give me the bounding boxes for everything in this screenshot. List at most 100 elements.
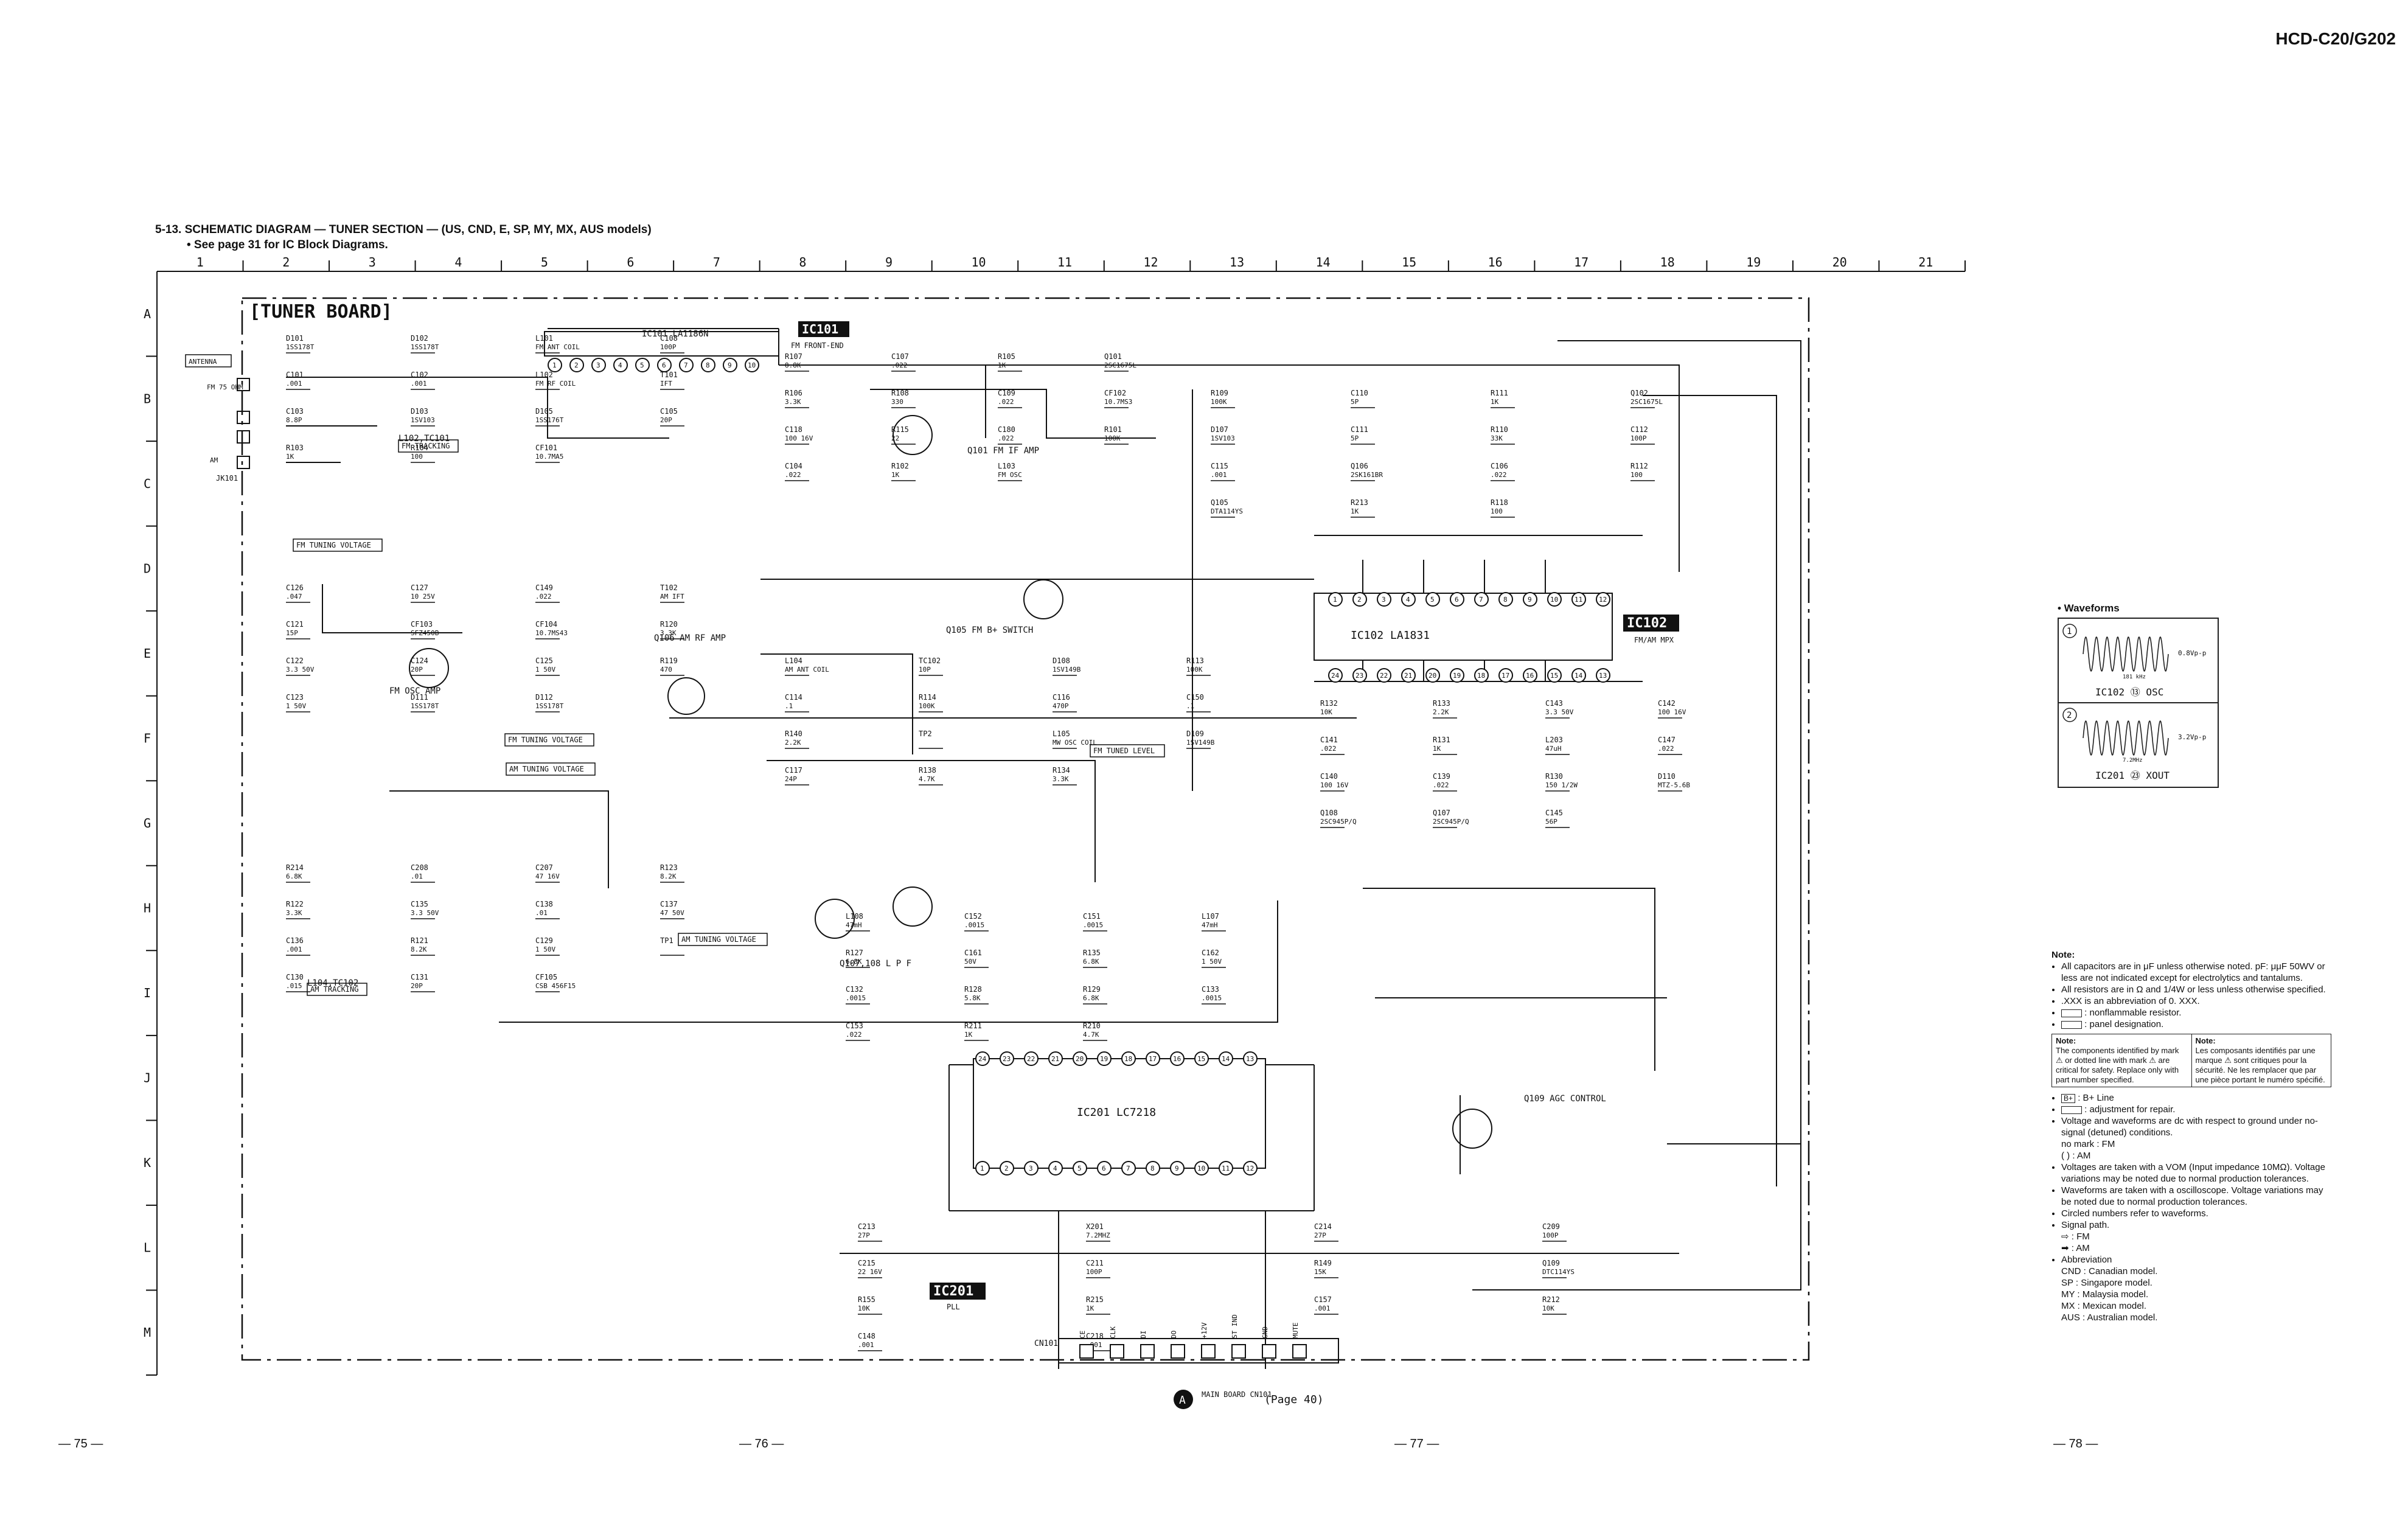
component-ref: Q101 <box>1104 352 1122 361</box>
component-ref: C147 <box>1658 736 1676 744</box>
ic102-tag-bg <box>1623 615 1679 632</box>
component-value: 10 25V <box>411 593 435 601</box>
page-number-77: — 77 — <box>1394 1437 1439 1451</box>
ic-pin <box>1377 592 1391 607</box>
column-label: 2 <box>282 255 290 270</box>
component-value: IFT <box>660 380 672 388</box>
component-ref: C151 <box>1083 912 1101 921</box>
ic-pin <box>1024 1051 1039 1066</box>
boxed-label-frame <box>678 933 768 946</box>
ic-pin-number: 13 <box>1599 672 1607 680</box>
component-value: 100K <box>919 702 935 710</box>
component-ref: R215 <box>1086 1295 1104 1304</box>
component-value: 27P <box>1314 1231 1326 1239</box>
waveforms-panel: 1 181 kHz 0.8Vp-p IC102 ⑬ OSC 2 7.2MHz 3… <box>2059 624 2218 781</box>
ic-pin-number: 2 <box>1004 1165 1009 1172</box>
panel-symbol <box>2061 1020 2082 1029</box>
ic-pin-number: 11 <box>1575 596 1582 604</box>
component-ref: C121 <box>286 620 304 629</box>
cn101-pin-label: CE <box>1079 1331 1087 1339</box>
ic-pin <box>657 358 672 372</box>
component-ref: C213 <box>858 1222 875 1231</box>
component-value: FM RF COIL <box>535 380 576 388</box>
component-value: 22 16V <box>858 1268 882 1276</box>
column-label: 17 <box>1574 255 1589 270</box>
note-item: Circled numbers refer to waveforms. <box>2061 1208 2331 1219</box>
component-value: 1K <box>1491 398 1499 406</box>
component-ref: R114 <box>919 693 936 702</box>
column-label: 8 <box>799 255 806 270</box>
row-label: E <box>144 646 151 661</box>
column-label: 5 <box>541 255 548 270</box>
component-ref: R128 <box>964 985 982 994</box>
component-ref: D109 <box>1186 730 1204 738</box>
note-item-text: : adjustment for repair. <box>2084 1104 2176 1115</box>
cn101-label: CN101 <box>1034 1339 1058 1348</box>
ic-pin <box>1450 592 1464 607</box>
component-ref: C209 <box>1542 1222 1560 1231</box>
note-item: .XXX is an abbreviation of 0. XXX. <box>2061 995 2331 1007</box>
component-ref: CF102 <box>1104 389 1126 397</box>
component-value: 1SV149B <box>1186 739 1215 747</box>
note-item-text: : nonflammable resistor. <box>2084 1008 2182 1018</box>
component-value: 1SS178T <box>535 702 564 710</box>
ic-pin-number: 1 <box>980 1165 984 1172</box>
ic-pin-number: 12 <box>1599 596 1607 604</box>
safety-note-en-title: Note: <box>2056 1036 2076 1045</box>
waveform-1-caption: IC102 ⑬ OSC <box>2095 686 2163 698</box>
cn101-pin-label: CLK <box>1109 1326 1117 1339</box>
component-ref: C118 <box>785 425 802 434</box>
component-ref: C141 <box>1320 736 1338 744</box>
component-value: 5P <box>1351 398 1359 406</box>
component-ref: R115 <box>891 425 909 434</box>
component-ref: Q107 <box>1433 809 1450 817</box>
ic-pin <box>1194 1051 1209 1066</box>
component-value: 1SV103 <box>411 416 435 424</box>
note-item: All resistors are in Ω and 1/4W or less … <box>2061 984 2331 995</box>
component-ref: C112 <box>1630 425 1648 434</box>
antenna-label: ANTENNA <box>189 358 217 366</box>
ic-pin <box>1073 1051 1087 1066</box>
component-ref: R108 <box>891 389 909 397</box>
component-ref: R120 <box>660 620 678 629</box>
ic-pin <box>1097 1051 1112 1066</box>
component-ref: C117 <box>785 766 802 775</box>
column-label: 14 <box>1316 255 1331 270</box>
wiring <box>286 328 1801 1369</box>
column-label: 11 <box>1057 255 1072 270</box>
component-value: 24P <box>785 775 797 783</box>
component-value: 10.7MS43 <box>535 629 568 637</box>
cn101-pin <box>1171 1344 1185 1359</box>
component-value: MTZ-5.6B <box>1658 781 1690 789</box>
component-ref: D103 <box>411 407 428 416</box>
component-ref: R110 <box>1491 425 1508 434</box>
row-label: B <box>144 391 151 406</box>
component-value: 2SC945P/Q <box>1433 818 1469 826</box>
note-item: Signal path. <box>2061 1219 2331 1231</box>
component-value: .0015 <box>1202 994 1222 1002</box>
component-value: 2SK161BR <box>1351 471 1383 479</box>
component-ref: C111 <box>1351 425 1368 434</box>
abbrev-item: MX : Mexican model. <box>2061 1301 2147 1311</box>
component-value: FM OSC <box>998 471 1022 479</box>
component-ref: D107 <box>1211 425 1228 434</box>
note-item: : nonflammable resistor. <box>2061 1007 2331 1019</box>
component-value: .001 <box>1314 1304 1331 1312</box>
nonflammable-symbol <box>2061 1009 2082 1017</box>
ic-pin <box>679 358 694 372</box>
component-value: .022 <box>998 398 1014 406</box>
component-ref: C208 <box>411 863 428 872</box>
component-ref: L203 <box>1545 736 1563 744</box>
component-value: 3.3 50V <box>411 909 439 917</box>
component-ref: R121 <box>411 936 428 945</box>
component-value: .022 <box>535 593 552 601</box>
component-ref: C130 <box>286 973 304 981</box>
component-value: 100K <box>1211 398 1227 406</box>
component-ref: C153 <box>846 1022 863 1030</box>
component-ref: D102 <box>411 334 428 343</box>
notes-panel: Note: All capacitors are in μF unless ot… <box>2051 949 2331 1323</box>
